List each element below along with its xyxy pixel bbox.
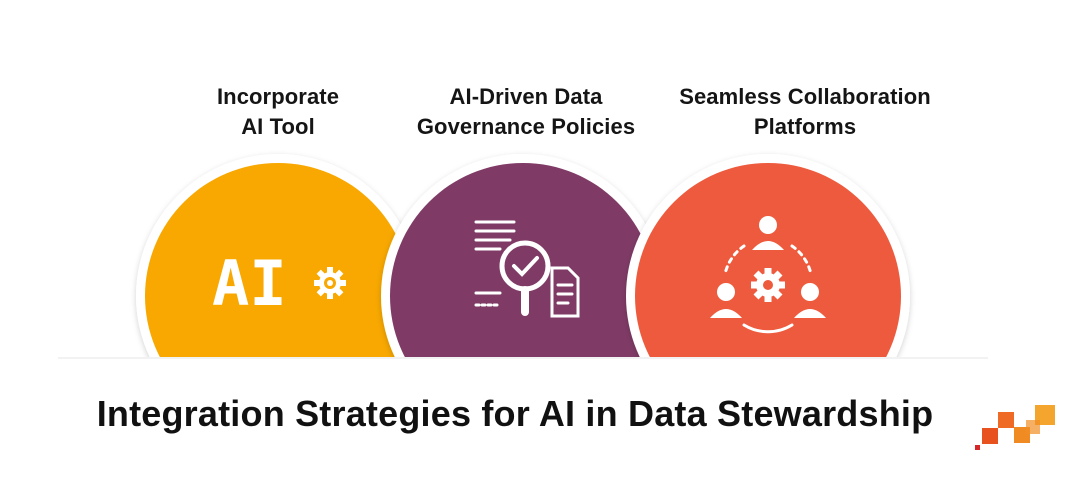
team-gear-cycle-icon <box>710 216 826 334</box>
file-icon <box>550 266 580 318</box>
document-magnifier-check-icon <box>474 220 580 318</box>
person-top-icon <box>752 216 784 250</box>
label-line: Platforms <box>753 114 857 139</box>
label-line: AI-Driven Data <box>449 84 603 109</box>
cycle-arrows <box>723 244 813 334</box>
floor-line <box>58 357 988 359</box>
page-title: Integration Strategies for AI in Data St… <box>96 393 934 434</box>
ai-gear-icon: AI <box>212 247 346 320</box>
label-seamless-collaboration: Seamless Collaboration Platforms <box>660 82 950 142</box>
person-left-icon <box>710 283 742 318</box>
gear-icon <box>751 268 785 302</box>
brand-steps-logo-icon <box>975 405 1055 450</box>
label-ai-driven-governance: AI-Driven Data Governance Policies <box>400 82 652 142</box>
label-line: Governance Policies <box>416 114 636 139</box>
circle-incorporate-ai <box>136 154 420 357</box>
check-icon <box>512 256 539 277</box>
label-incorporate-ai-tool: Incorporate AI Tool <box>178 82 378 142</box>
label-line: AI Tool <box>241 114 315 139</box>
svg-text:AI: AI <box>212 247 287 320</box>
gear-icon <box>314 267 346 299</box>
person-right-icon <box>794 283 826 318</box>
label-line: Seamless Collaboration <box>679 84 931 109</box>
label-line: Incorporate <box>216 84 340 109</box>
circle-governance <box>381 154 665 357</box>
document-lines <box>474 220 516 307</box>
circle-collaboration <box>626 154 910 357</box>
